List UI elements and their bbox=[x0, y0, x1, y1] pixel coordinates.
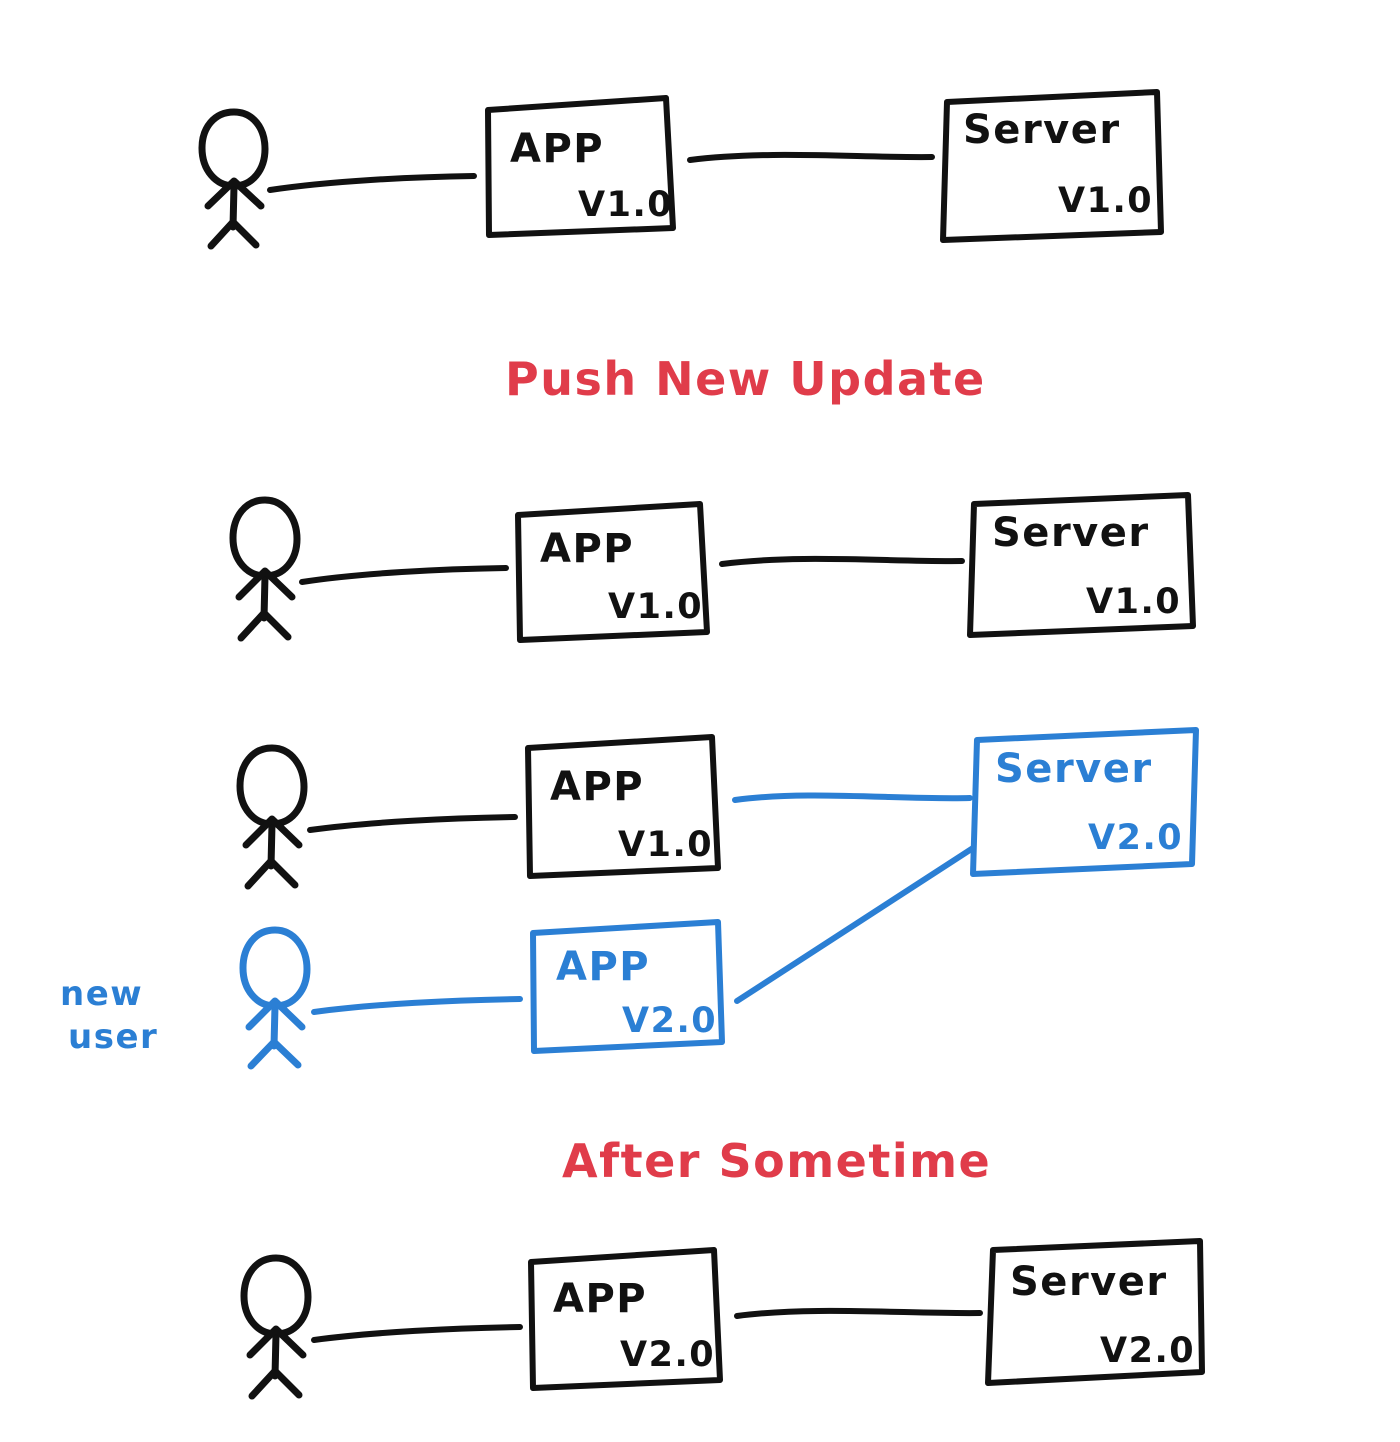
node-server-3: Server V2.0 bbox=[970, 727, 1199, 877]
actor-legs bbox=[248, 1367, 303, 1400]
actor-legs bbox=[207, 218, 260, 250]
app-3-label: APP bbox=[550, 764, 644, 810]
row-mixed-new-user: new user APP V2.0 bbox=[60, 845, 976, 1070]
server-box-outline bbox=[970, 727, 1199, 877]
actor-user-3 bbox=[236, 744, 308, 890]
app-4-version: V2.0 bbox=[620, 1335, 715, 1375]
server-1-version: V1.0 bbox=[1058, 181, 1153, 221]
row-initial-state: APP V1.0 Server V1.0 bbox=[198, 89, 1164, 250]
server-3-label: Server bbox=[995, 746, 1153, 792]
node-app-1: APP V1.0 bbox=[485, 95, 676, 238]
server-2-label: Server bbox=[992, 510, 1150, 556]
actor-user-new bbox=[239, 926, 311, 1070]
server-4-label: Server bbox=[1010, 1259, 1168, 1305]
app-box-outline bbox=[515, 501, 710, 643]
server-4-version: V2.0 bbox=[1100, 1331, 1195, 1371]
row-push-new-update: APP V1.0 Server V1.0 bbox=[229, 492, 1196, 643]
label-new-user: new user bbox=[60, 974, 158, 1057]
node-server-2: Server V1.0 bbox=[967, 492, 1196, 638]
link-app4-server4 bbox=[734, 1307, 983, 1319]
actor-legs bbox=[244, 857, 299, 890]
app-2-version: V1.0 bbox=[608, 587, 703, 627]
actor-legs bbox=[247, 1038, 302, 1070]
actor-user-1 bbox=[198, 108, 269, 250]
actor-head bbox=[240, 1254, 312, 1338]
actor-arms bbox=[242, 815, 303, 849]
app-1-version: V1.0 bbox=[578, 185, 673, 225]
actor-legs bbox=[237, 609, 292, 642]
node-app-new: APP V2.0 bbox=[530, 919, 725, 1054]
app-box-outline bbox=[485, 95, 676, 238]
app-box-outline bbox=[528, 1247, 723, 1391]
node-server-1: Server V1.0 bbox=[940, 89, 1164, 243]
link-user1-app1 bbox=[267, 173, 477, 193]
label-after-sometime: After Sometime bbox=[562, 1134, 991, 1188]
actor-arms bbox=[204, 177, 265, 210]
link-app3-server3 bbox=[732, 792, 973, 803]
actor-head bbox=[236, 744, 308, 828]
server-3-version: V2.0 bbox=[1088, 818, 1183, 858]
server-box-outline bbox=[940, 89, 1164, 243]
server-1-label: Server bbox=[963, 107, 1121, 153]
row-mixed-old-user: APP V1.0 Server V2.0 bbox=[236, 727, 1199, 890]
actor-head bbox=[239, 926, 311, 1010]
link-app1-server1 bbox=[687, 151, 935, 163]
actor-arms bbox=[246, 1325, 307, 1359]
link-app2-server2 bbox=[719, 555, 965, 567]
actor-user-2 bbox=[229, 496, 301, 642]
row-after-sometime: APP V2.0 Server V2.0 bbox=[240, 1238, 1205, 1400]
server-box-outline bbox=[967, 492, 1196, 638]
link-usernew-appnew bbox=[311, 996, 523, 1015]
app-new-version: V2.0 bbox=[622, 1001, 717, 1041]
actor-arms bbox=[235, 567, 296, 601]
server-2-version: V1.0 bbox=[1086, 582, 1181, 622]
app-3-version: V1.0 bbox=[618, 825, 713, 865]
link-user4-app4 bbox=[311, 1324, 523, 1343]
actor-head bbox=[229, 496, 301, 580]
app-new-label: APP bbox=[556, 944, 650, 990]
node-app-4: APP V2.0 bbox=[528, 1247, 723, 1391]
link-user3-app3 bbox=[307, 814, 518, 833]
link-appnew-server3 bbox=[734, 845, 976, 1004]
link-user2-app2 bbox=[299, 565, 509, 585]
server-box-outline bbox=[985, 1238, 1205, 1386]
app-2-label: APP bbox=[540, 526, 634, 572]
label-push-new-update: Push New Update bbox=[505, 352, 986, 406]
actor-arms bbox=[245, 997, 306, 1031]
new-user-line-1: new bbox=[60, 974, 143, 1014]
node-app-2: APP V1.0 bbox=[515, 501, 710, 643]
node-server-4: Server V2.0 bbox=[985, 1238, 1205, 1386]
actor-user-4 bbox=[240, 1254, 312, 1400]
new-user-line-2: user bbox=[68, 1017, 158, 1057]
app-box-outline bbox=[525, 734, 721, 879]
node-app-3: APP V1.0 bbox=[525, 734, 721, 879]
app-1-label: APP bbox=[510, 126, 604, 172]
app-box-outline bbox=[530, 919, 725, 1054]
actor-head bbox=[198, 108, 269, 190]
app-4-label: APP bbox=[553, 1276, 647, 1322]
